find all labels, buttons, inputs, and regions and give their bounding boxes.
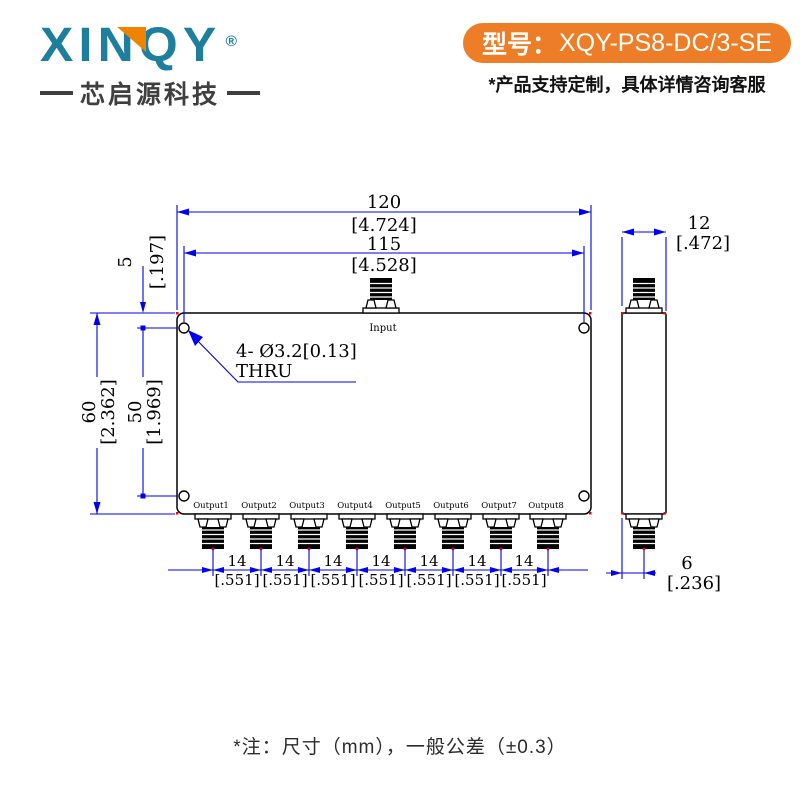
- dim-50-mm: 50: [125, 401, 146, 424]
- output-connector-8-icon: [529, 513, 567, 550]
- input-label: Input: [369, 323, 396, 334]
- output-connector-7-icon: [482, 513, 520, 550]
- output-connector-3-icon: [290, 513, 328, 550]
- output7-label: Output7: [481, 501, 517, 511]
- output-connector-4-icon: [338, 513, 376, 550]
- output-connector-2-icon: [242, 513, 280, 550]
- dim-6-inch: [.236]: [667, 573, 721, 594]
- registered-trademark-icon: ®: [225, 33, 243, 50]
- mounting-hole-bottom-left: [178, 490, 190, 502]
- output-connector-1-icon: [194, 513, 232, 550]
- dim-60-inch: [2.362]: [98, 379, 119, 445]
- side-top-connector-icon: [625, 277, 663, 314]
- dim-14-mm-4: 14: [371, 552, 390, 570]
- dim-120-mm: 120: [367, 192, 401, 213]
- dim-120-inch: [4.724]: [351, 215, 417, 236]
- output2-label: Output2: [241, 501, 277, 511]
- output-connectors: [194, 513, 567, 550]
- logo-tagline-row: 芯启源科技: [40, 75, 270, 111]
- logo-tagline: 芯启源科技: [80, 81, 221, 109]
- output3-label: Output3: [289, 501, 325, 511]
- dim-14-mm-7: 14: [514, 552, 533, 570]
- output8-label: Output8: [528, 501, 564, 511]
- dim-115-inch: [4.528]: [351, 255, 417, 276]
- output1-label: Output1: [193, 501, 229, 511]
- model-prefix: 型号：: [481, 31, 557, 59]
- customization-note: *产品支持定制，具体详情咨询客服: [488, 75, 766, 95]
- dim-14-mm-6: 14: [467, 552, 486, 570]
- dim-14-in-1: [.551]: [214, 571, 259, 589]
- dim-output-pitch-chain: 14 14 14 14 14 14 14 [.551] [.551] [.551…: [168, 549, 588, 589]
- side-body-outline: [621, 312, 667, 515]
- hole-callout-line2: THRU: [236, 361, 292, 382]
- output6-label: Output6: [433, 501, 469, 511]
- dim-14-in-6: [.551]: [454, 571, 499, 589]
- dim-12-inch: [.472]: [676, 233, 730, 254]
- input-connector-icon: [362, 277, 400, 314]
- dim-12-mm: 12: [688, 213, 711, 234]
- front-view: Input Output1 Output2 Output3 Output4 Ou…: [176, 277, 592, 551]
- logo-wordmark: XINQY ®: [40, 22, 237, 70]
- dim-14-mm-5: 14: [419, 552, 438, 570]
- output5-label: Output5: [385, 501, 421, 511]
- side-bottom-connector-icon: [625, 513, 663, 550]
- dim-14-in-2: [.551]: [262, 571, 307, 589]
- dim-14-in-3: [.551]: [310, 571, 355, 589]
- dim-115-mm: 115: [367, 234, 401, 255]
- dim-overall-width: 120 [4.724]: [176, 192, 592, 310]
- mounting-hole-bottom-right: [578, 490, 590, 502]
- dim-14-in-5: [.551]: [406, 571, 451, 589]
- output-connector-5-icon: [386, 513, 424, 550]
- dim-5-inch: [.197]: [147, 235, 168, 289]
- dim-overall-height: 60 [2.362]: [79, 312, 175, 515]
- tagline-dash-left: [40, 91, 73, 95]
- dim-hole-vspan: 50 [1.969]: [125, 325, 178, 499]
- dim-14-in-7: [.551]: [501, 571, 546, 589]
- hole-callout-line1: 4- Ø3.2[0.13]: [236, 341, 357, 362]
- output4-label: Output4: [337, 501, 373, 511]
- hole-callout-arrow: [188, 330, 203, 346]
- pitch-inch-labels: [.551] [.551] [.551] [.551] [.551] [.551…: [214, 571, 546, 589]
- dim-14-mm-2: 14: [275, 552, 294, 570]
- dim-14-in-4: [.551]: [358, 571, 403, 589]
- model-number: XQY-PS8-DC/3-SE: [558, 28, 773, 57]
- brand-logo: XINQY ® 芯启源科技: [40, 22, 270, 111]
- pitch-mm-labels: 14 14 14 14 14 14 14: [227, 552, 533, 570]
- dim-14-mm-1: 14: [227, 552, 246, 570]
- dim-edge-to-hole: 5 [.197]: [115, 235, 178, 329]
- model-badge: 型号： XQY-PS8-DC/3-SE: [463, 23, 791, 63]
- pitch-arrows: [202, 567, 559, 573]
- hole-callout-leader: [190, 333, 356, 383]
- mounting-hole-top-right: [578, 322, 590, 334]
- dim-hole-span: 115 [4.528]: [183, 234, 585, 322]
- output-connector-6-icon: [434, 513, 472, 550]
- dim-50-inch: [1.969]: [144, 379, 165, 445]
- mounting-hole-top-left: [178, 322, 190, 334]
- dim-6-mm: 6: [681, 553, 692, 574]
- dim-5-mm: 5: [115, 256, 136, 267]
- model-block: 型号： XQY-PS8-DC/3-SE *产品支持定制，具体详情咨询客服: [463, 23, 791, 97]
- dim-14-mm-3: 14: [323, 552, 342, 570]
- dim-connector-offset: 6 [.236]: [606, 518, 721, 594]
- tolerance-note: *注：尺寸（mm），一般公差（±0.3）: [233, 737, 567, 758]
- tagline-dash-right: [227, 91, 261, 95]
- output-labels: Output1 Output2 Output3 Output4 Output5 …: [193, 501, 564, 511]
- dim-60-mm: 60: [79, 401, 100, 424]
- side-view: 12 [.472] 6 [.236]: [606, 213, 730, 594]
- dim-depth: 12 [.472]: [621, 213, 730, 311]
- side-corner-marks: [621, 312, 666, 551]
